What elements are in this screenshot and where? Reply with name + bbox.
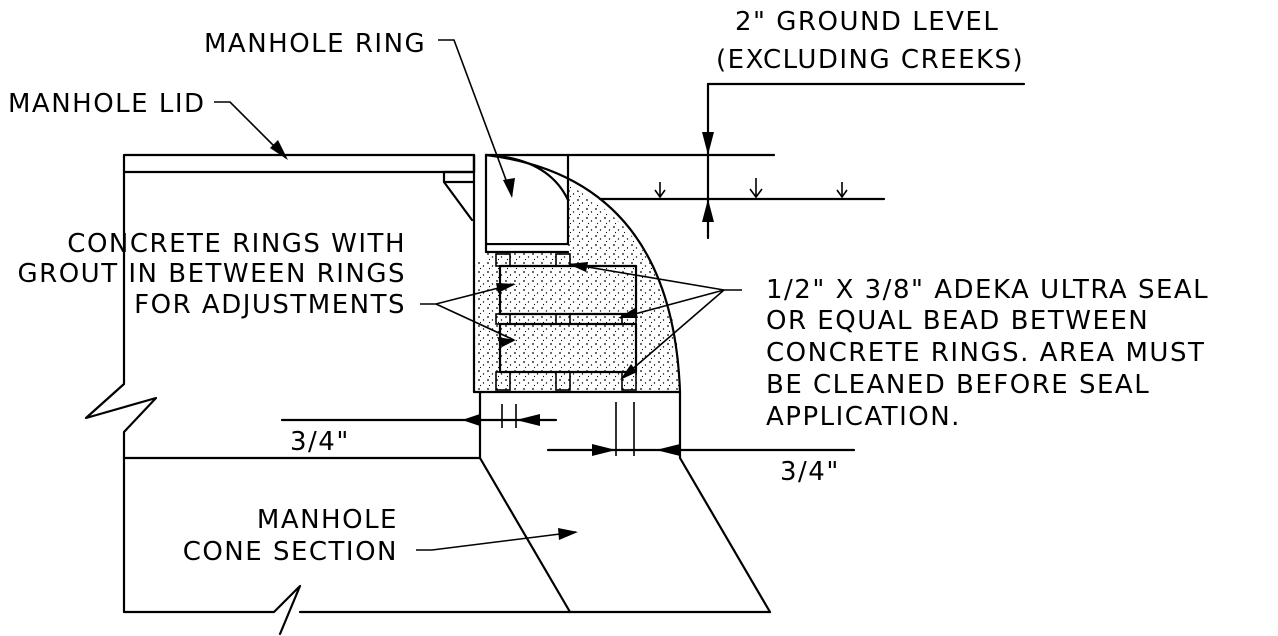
- leader-seal: [568, 262, 742, 380]
- ground-level-lines: [484, 82, 1026, 240]
- manhole-wall-upper: [84, 170, 158, 460]
- seal-label-5: APPLICATION.: [766, 402, 961, 432]
- seal-label-2: OR EQUAL BEAD BETWEEN: [766, 306, 1149, 336]
- cone-section-label-2: CONE SECTION: [183, 537, 398, 567]
- grout-area: [474, 155, 681, 392]
- ground-level-label-1: 2" GROUND LEVEL: [735, 7, 999, 37]
- leader-manhole-ring: [438, 39, 515, 198]
- seal-label-4: BE CLEANED BEFORE SEAL: [766, 370, 1150, 400]
- seal-label-1: 1/2" X 3/8" ADEKA ULTRA SEAL: [766, 275, 1209, 305]
- dimension-right-label: 3/4": [780, 457, 840, 487]
- concrete-rings-label-1: CONCRETE RINGS WITH: [67, 229, 406, 259]
- seal-label-3: CONCRETE RINGS. AREA MUST: [766, 338, 1205, 368]
- dimension-left: [280, 404, 558, 428]
- manhole-lid: [122, 153, 476, 174]
- leader-manhole-lid: [214, 101, 288, 160]
- manhole-cone-section: [122, 390, 772, 636]
- concrete-rings-label-2: GROUT IN BETWEEN RINGS: [18, 259, 407, 289]
- cone-section-label-1: MANHOLE: [257, 505, 398, 535]
- leader-cone-section: [416, 528, 578, 551]
- concrete-rings-label-3: FOR ADJUSTMENTS: [134, 290, 406, 320]
- manhole-ring-label: MANHOLE RING: [204, 29, 426, 59]
- leader-concrete-rings: [420, 283, 516, 347]
- ground-level-label-2: (EXCLUDING CREEKS): [716, 45, 1024, 75]
- manhole-lid-label: MANHOLE LID: [8, 89, 206, 119]
- dimension-left-label: 3/4": [290, 427, 350, 457]
- dimension-right: [546, 402, 856, 456]
